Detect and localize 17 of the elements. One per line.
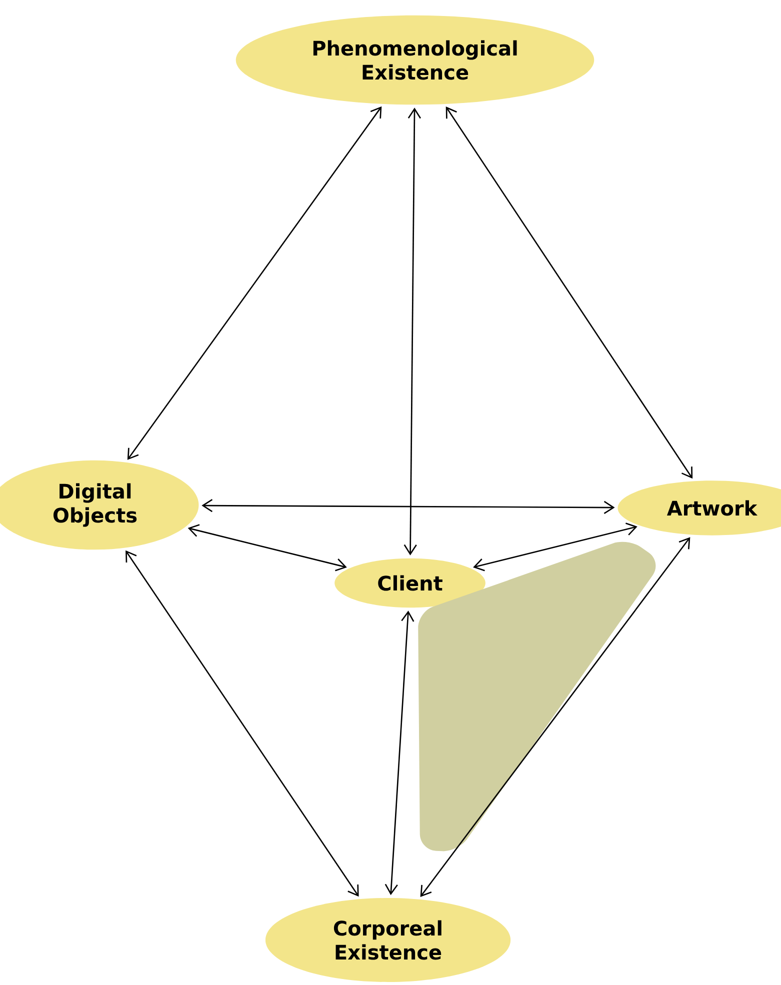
- node-label: Phenomenological Existence: [313, 40, 517, 80]
- node-label: Client: [378, 575, 442, 591]
- ellipse-node: [236, 15, 594, 105]
- node-label: Digital Objects: [53, 483, 137, 527]
- arrow: [384, 610, 414, 896]
- arrow: [420, 537, 690, 897]
- arrow: [404, 108, 421, 556]
- arrow: [446, 106, 693, 479]
- arrow: [127, 106, 382, 460]
- ellipse-node: [265, 898, 511, 982]
- node-label: Corporeal Existence: [334, 920, 442, 960]
- arrow: [473, 522, 638, 572]
- arrow: [202, 499, 615, 514]
- ellipse-node: [334, 558, 486, 608]
- arrow: [188, 524, 347, 572]
- arrow: [126, 550, 359, 897]
- node-label: Artwork: [666, 500, 758, 516]
